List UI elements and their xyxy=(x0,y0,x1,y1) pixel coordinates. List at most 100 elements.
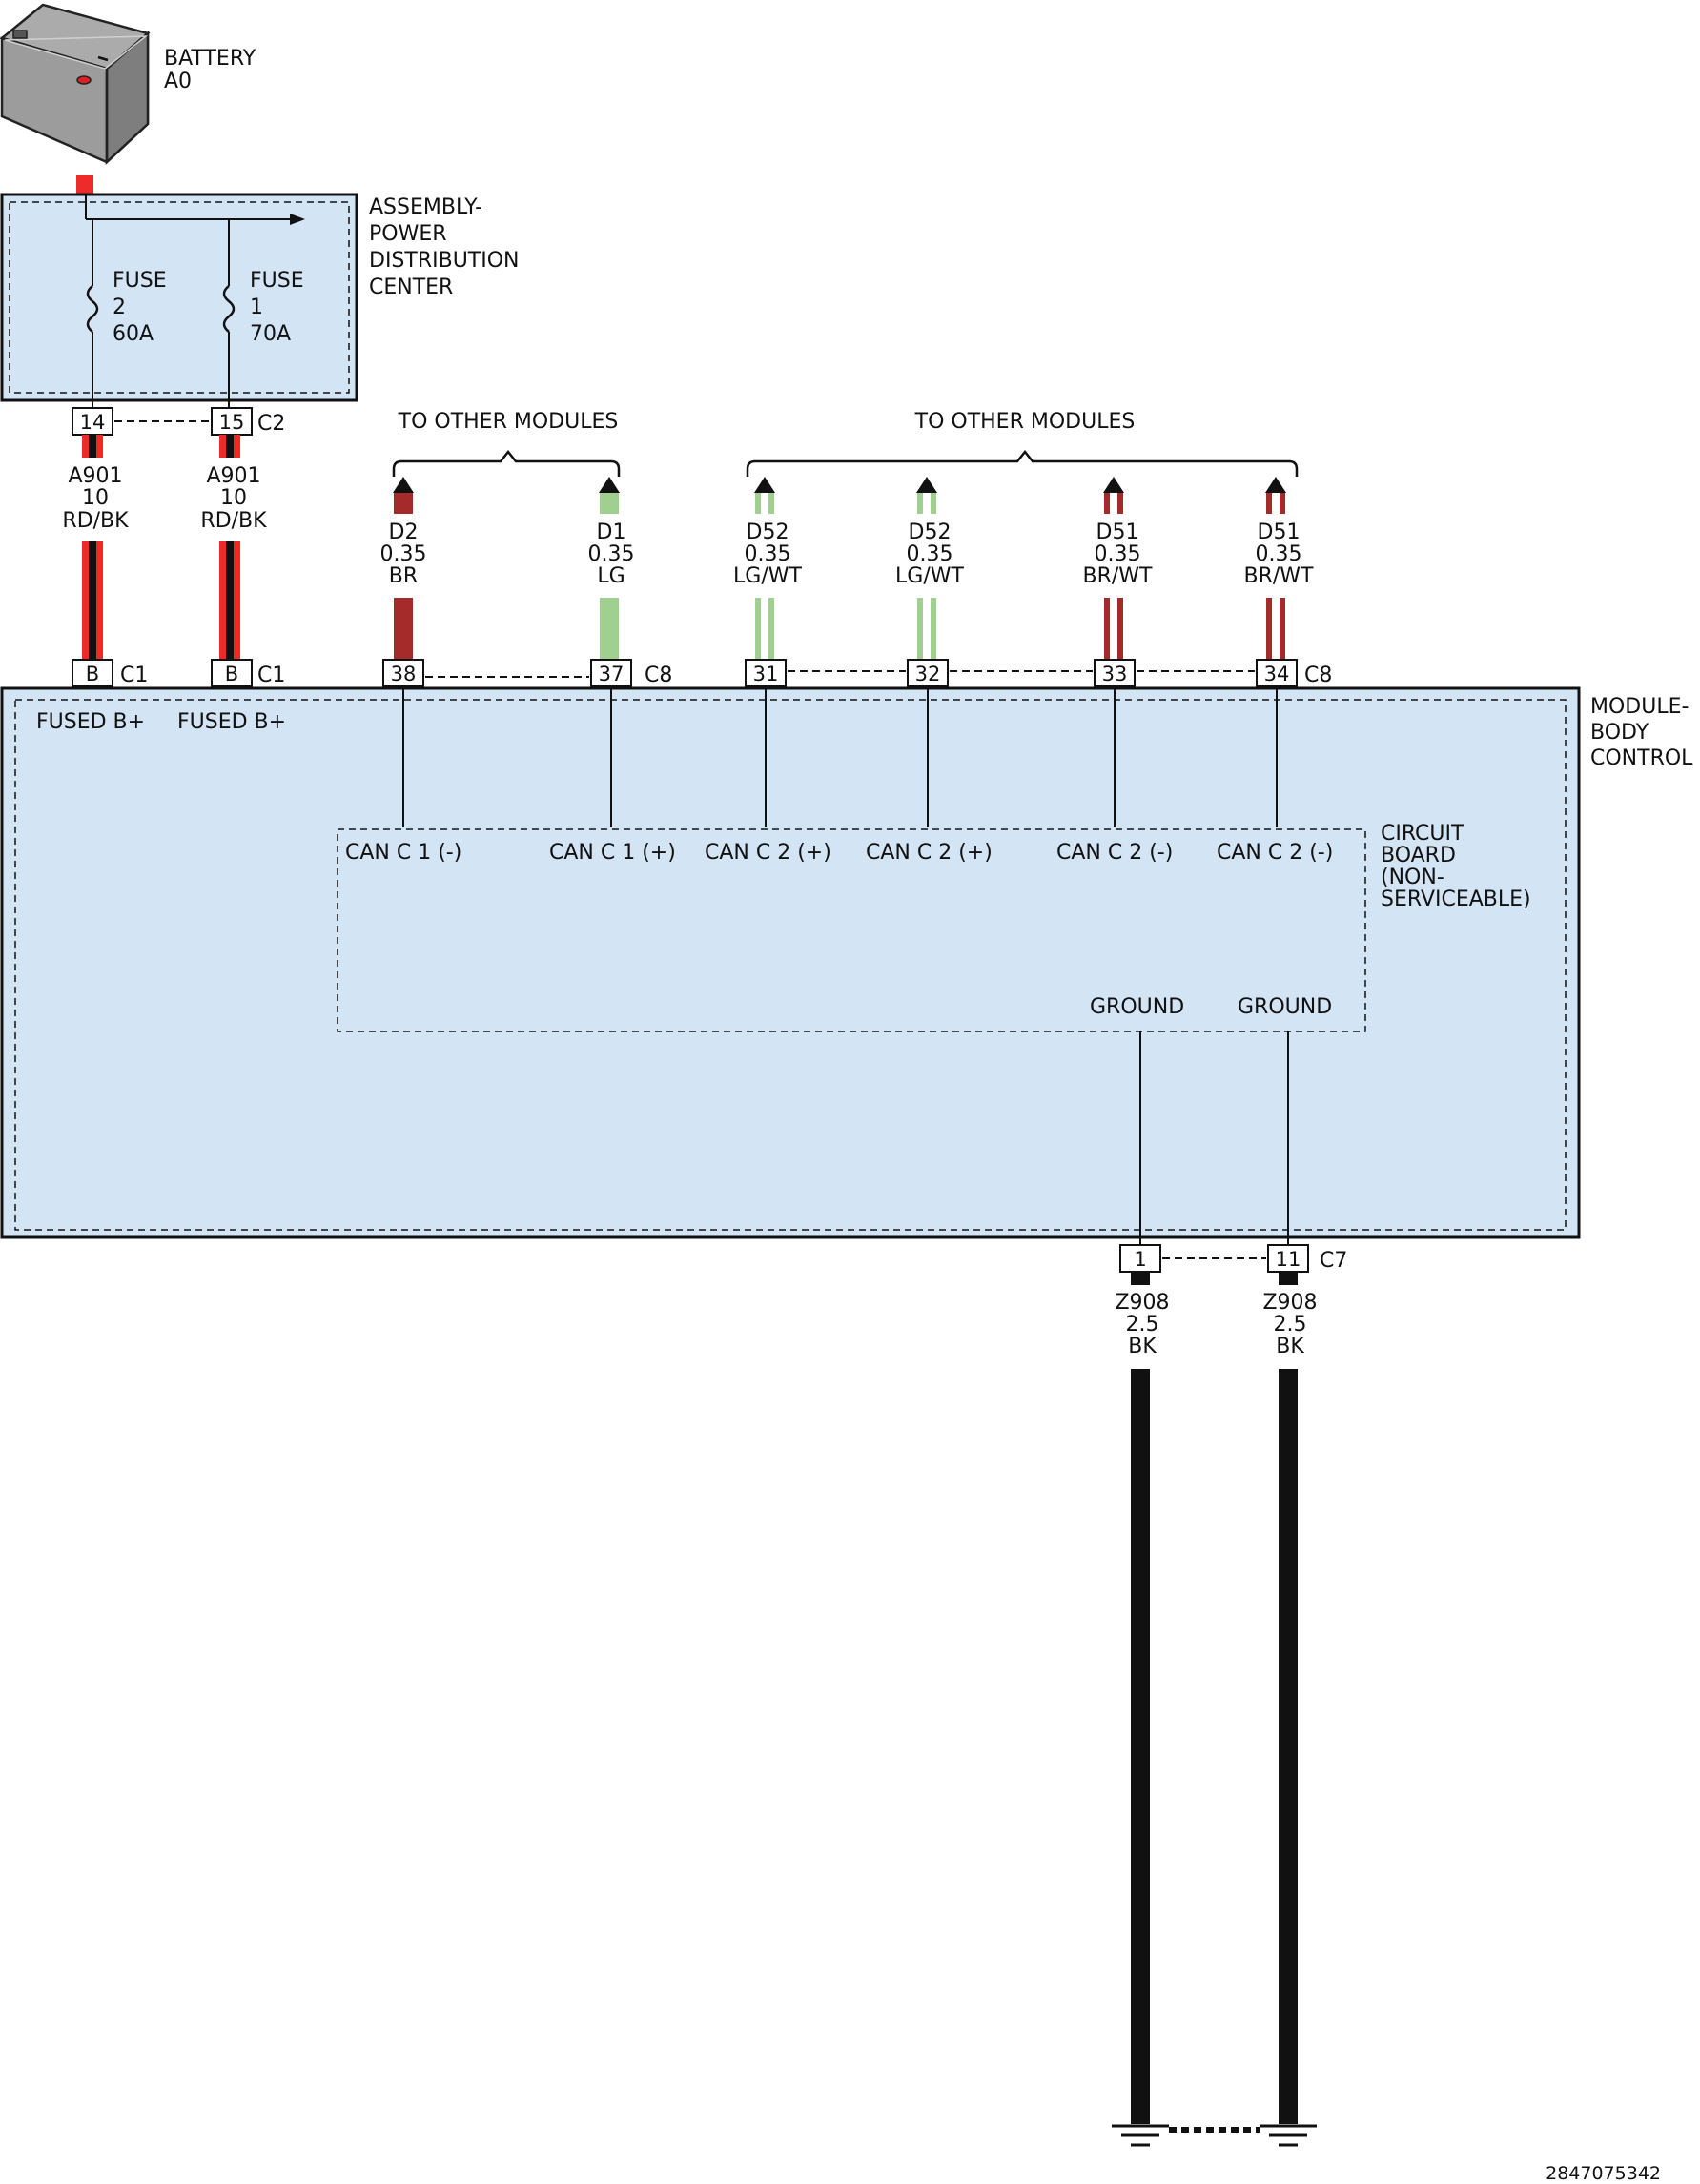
wire-d51-a-gauge: 0.35 xyxy=(1095,542,1141,566)
svg-text:B: B xyxy=(86,663,99,685)
pdc-label-line4: CENTER xyxy=(369,276,453,299)
svg-text:14: 14 xyxy=(80,411,106,434)
fuse-1-number: 1 xyxy=(250,296,263,319)
ground-icon xyxy=(1112,2124,1169,2147)
wire-d52-b-color: LG/WT xyxy=(895,564,964,588)
wire-a901-right xyxy=(219,435,240,660)
wire-d52-b-gauge: 0.35 xyxy=(907,542,953,566)
pdc-label-line3: DISTRIBUTION xyxy=(369,249,520,273)
wire-d52-a-color: LG/WT xyxy=(733,564,802,588)
wire-d2 xyxy=(394,493,413,661)
svg-text:34: 34 xyxy=(1264,663,1290,685)
wire-a901-left-gauge: 10 xyxy=(82,486,109,510)
arrow-up-icon xyxy=(1103,477,1124,493)
circuit-board-label-line2: BOARD xyxy=(1381,844,1456,867)
ground-label-left: GROUND xyxy=(1090,995,1184,1019)
wire-d52-a-gauge: 0.35 xyxy=(745,542,791,566)
ground-label-right: GROUND xyxy=(1238,995,1332,1019)
c1-label-left: C1 xyxy=(120,663,148,687)
c8-pin-32 xyxy=(907,659,949,687)
wire-a901-left-color: RD/BK xyxy=(62,509,129,533)
battery-terminal xyxy=(76,175,93,194)
figure-id: 2847075342 xyxy=(1546,2163,1661,2184)
bcm-label-line3: CONTROL xyxy=(1590,746,1693,770)
c8-pin-38 xyxy=(382,659,424,687)
wire-d51-b xyxy=(1266,493,1285,661)
arrow-up-icon xyxy=(1265,477,1286,493)
fuse-1-rating: 70A xyxy=(250,322,291,346)
circuit-board-label-line4: SERVICEABLE) xyxy=(1381,888,1531,911)
wire-a901-right-gauge: 10 xyxy=(220,486,247,510)
wire-z908-left xyxy=(1131,1272,1150,2124)
svg-text:38: 38 xyxy=(391,663,417,685)
c8-pin-34 xyxy=(1256,659,1298,687)
svg-text:37: 37 xyxy=(599,663,625,685)
fuse-2-icon xyxy=(86,285,99,333)
battery-icon xyxy=(0,3,151,165)
circuit-board-label-line3: (NON- xyxy=(1381,866,1444,889)
wire-d51-a xyxy=(1104,493,1123,661)
wire-d1-color: LG xyxy=(597,564,625,588)
c8-label-left: C8 xyxy=(645,663,672,687)
c8-label-right: C8 xyxy=(1304,663,1332,687)
pdc-label-line1: ASSEMBLY- xyxy=(369,195,482,219)
wire-d51-b-circuit: D51 xyxy=(1258,520,1301,544)
wire-d51-a-color: BR/WT xyxy=(1083,564,1154,588)
wire-a901-right-color: RD/BK xyxy=(200,509,267,533)
wire-a901-left xyxy=(82,435,103,660)
bcm-label-line2: BODY xyxy=(1590,721,1649,745)
wire-z908-right-gauge: 2.5 xyxy=(1274,1313,1307,1337)
c7-pin-1 xyxy=(1119,1244,1161,1273)
arrow-up-icon xyxy=(916,477,937,493)
c7-label: C7 xyxy=(1320,1249,1347,1273)
bus-arrow-icon xyxy=(290,214,305,225)
c1-pin-b-left xyxy=(72,659,113,687)
wire-d1-circuit: D1 xyxy=(597,520,626,544)
arrow-up-icon xyxy=(599,477,620,493)
wire-z908-left-circuit: Z908 xyxy=(1115,1291,1169,1315)
svg-text:11: 11 xyxy=(1276,1248,1301,1271)
wire-d2-circuit: D2 xyxy=(389,520,419,544)
fuse-2-label: FUSE xyxy=(113,269,167,293)
arrow-up-icon xyxy=(754,477,775,493)
wire-d52-b-circuit: D52 xyxy=(909,520,952,544)
svg-text:15: 15 xyxy=(219,411,245,434)
c1-pin-b-right xyxy=(211,659,253,687)
wire-d51-b-gauge: 0.35 xyxy=(1256,542,1302,566)
wire-z908-right xyxy=(1279,1272,1298,2124)
c2-label: C2 xyxy=(257,412,285,436)
can-label-38: CAN C 1 (-) xyxy=(345,841,461,865)
wire-d2-gauge: 0.35 xyxy=(380,542,427,566)
to-other-modules-left: TO OTHER MODULES xyxy=(398,410,619,434)
wire-z908-left-gauge: 2.5 xyxy=(1126,1313,1159,1337)
wire-a901-right-circuit: A901 xyxy=(206,464,260,488)
brace-left xyxy=(392,449,621,477)
arrow-up-icon xyxy=(393,477,414,493)
c2-pin-14 xyxy=(72,407,113,436)
svg-text:33: 33 xyxy=(1102,663,1128,685)
wire-d2-color: BR xyxy=(389,564,418,588)
ground-icon xyxy=(1260,2124,1317,2147)
fuse-2-number: 2 xyxy=(113,296,126,319)
can-label-31: CAN C 2 (+) xyxy=(705,841,831,865)
c2-pin-15 xyxy=(211,407,253,436)
bcm-label-line1: MODULE- xyxy=(1590,695,1689,719)
c1-label-right: C1 xyxy=(257,663,285,687)
fuse-1-label: FUSE xyxy=(250,269,304,293)
wire-d51-b-color: BR/WT xyxy=(1244,564,1315,588)
pdc-label-line2: POWER xyxy=(369,222,447,246)
wire-z908-right-color: BK xyxy=(1276,1335,1304,1358)
can-label-34: CAN C 2 (-) xyxy=(1217,841,1333,865)
wire-d52-a-circuit: D52 xyxy=(747,520,789,544)
can-label-37: CAN C 1 (+) xyxy=(549,841,676,865)
battery-label: BATTERY xyxy=(164,47,256,71)
svg-text:32: 32 xyxy=(915,663,941,685)
battery-id: A0 xyxy=(164,70,192,93)
svg-text:B: B xyxy=(225,663,238,685)
wire-d1-gauge: 0.35 xyxy=(588,542,635,566)
brace-right xyxy=(746,449,1299,477)
circuit-board xyxy=(337,828,1366,1032)
can-label-33: CAN C 2 (-) xyxy=(1056,841,1173,865)
fused-b-plus-right: FUSED B+ xyxy=(177,710,286,734)
